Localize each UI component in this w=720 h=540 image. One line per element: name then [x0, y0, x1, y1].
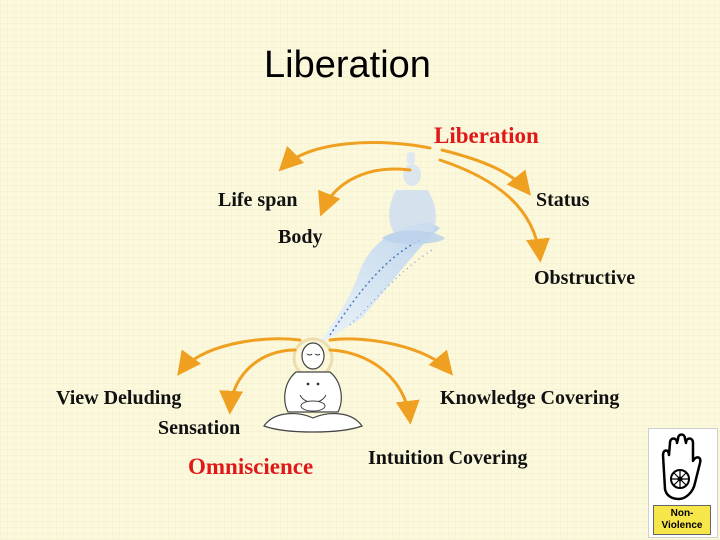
- raised-hand-icon: [661, 433, 702, 501]
- arrow-to-life-span: [278, 141, 432, 172]
- spirit-trail: [318, 222, 440, 345]
- body-label: Body: [278, 226, 323, 248]
- view-deluding-label: View Deluding: [56, 387, 182, 409]
- caption-line-1: Non-: [670, 508, 694, 519]
- sensation-label: Sensation: [158, 417, 241, 439]
- arrow-to-obstructive: [438, 158, 550, 263]
- arrow-to-status: [440, 148, 532, 196]
- non-violence-logo: Non- Violence: [648, 428, 718, 538]
- non-violence-caption: Non- Violence: [653, 505, 711, 535]
- omniscience-label: Omniscience: [188, 454, 314, 479]
- arrows: [177, 141, 550, 425]
- knowledge-covering-label: Knowledge Covering: [440, 387, 620, 409]
- caption-line-2: Violence: [661, 520, 703, 531]
- status-label: Status: [536, 189, 590, 211]
- arrow-to-sensation: [219, 348, 297, 415]
- slide-title: Liberation: [264, 44, 431, 86]
- obstructive-label: Obstructive: [534, 267, 636, 289]
- intuition-covering-label: Intuition Covering: [368, 447, 528, 469]
- arrow-to-body: [318, 167, 412, 217]
- liberation-label: Liberation: [434, 123, 539, 148]
- arrow-to-intuition-covering: [328, 348, 420, 425]
- life-span-label: Life span: [218, 189, 298, 211]
- arrow-to-view-deluding: [177, 337, 302, 376]
- liberated-soul-figure: [382, 152, 445, 244]
- meditating-figure: [263, 337, 363, 433]
- arrow-to-knowledge-covering: [328, 337, 454, 376]
